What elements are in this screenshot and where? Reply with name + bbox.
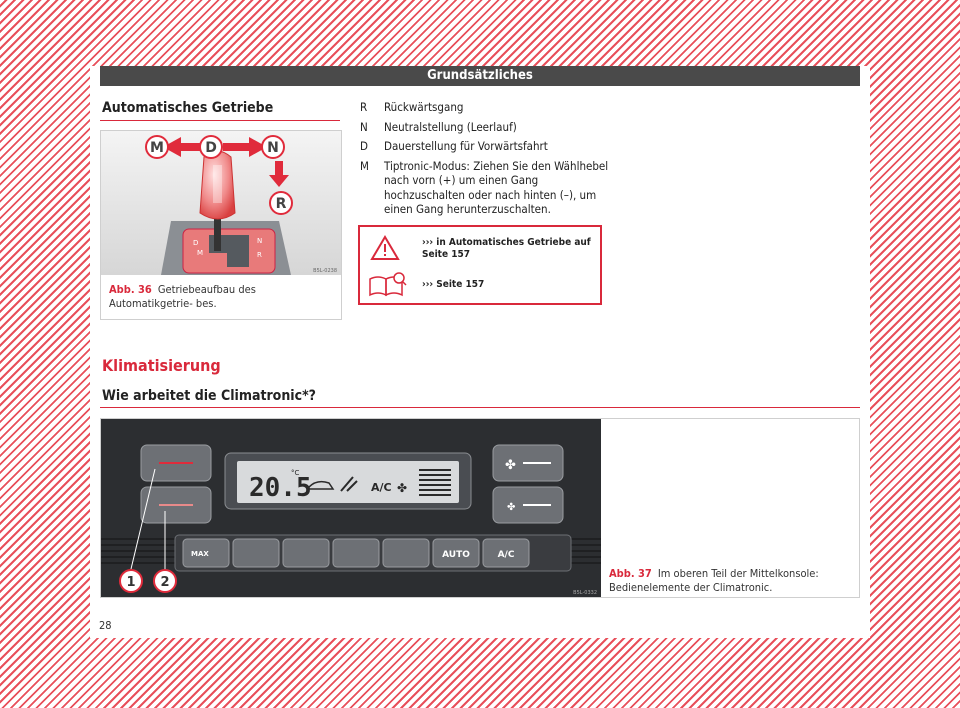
svg-text:N: N [257, 237, 262, 245]
airflow-lower-button[interactable] [382, 538, 430, 568]
figure-code: B5L-0238 [313, 268, 337, 274]
warning-icon [370, 235, 400, 260]
gear-key: M [360, 158, 369, 173]
callout-m: M [150, 140, 164, 156]
callout-1: 1 [126, 575, 135, 590]
note-box: ››› in Automatisches Getriebe auf Seite … [358, 225, 602, 305]
max-defrost-button[interactable] [182, 538, 230, 568]
section-title-klimatisierung: Klimatisierung [102, 356, 221, 375]
callout-n: N [267, 140, 279, 156]
list-item: N Neutralstellung (Leerlauf) [360, 120, 610, 135]
callout-2: 2 [160, 575, 169, 590]
display-temperature: 20.5 [249, 473, 312, 503]
callout-d: D [205, 140, 217, 156]
gear-key: D [360, 139, 368, 153]
subsection-title-climatronic: Wie arbeitet die Climatronic*? [102, 388, 316, 404]
page-reference-link[interactable]: ››› Seite 157 [422, 279, 485, 290]
display-unit: °C [291, 469, 300, 477]
section-rule [100, 120, 340, 121]
svg-text:✤: ✤ [505, 458, 516, 473]
figure-37: 20.5 °C A/C ✤ ✤ ✤ MAX [100, 418, 860, 598]
svg-text:R: R [257, 251, 262, 259]
list-item: D Dauerstellung für Vorwärtsfahrt [360, 139, 610, 154]
page-header: Grundsätzliches [100, 66, 860, 86]
manual-page: Grundsätzliches Automatisches Getriebe D [90, 66, 870, 638]
list-item: M Tiptronic-Modus: Ziehen Sie den Wählhe… [360, 159, 610, 217]
recirculation-button[interactable] [232, 538, 280, 568]
gear-key: N [360, 119, 368, 134]
callout-r: R [276, 196, 287, 212]
section-title-getriebe: Automatisches Getriebe [102, 100, 274, 116]
gear-key: R [360, 100, 368, 114]
caption-text: Getriebeaufbau des Automatikgetrie- bes. [109, 283, 256, 310]
ac-button[interactable] [482, 538, 530, 568]
arrow-down-icon [269, 161, 289, 187]
car-recirc-icon [308, 480, 335, 490]
max-label: MAX [191, 550, 209, 558]
list-item: R Rückwärtsgang [360, 100, 610, 115]
auto-label: AUTO [442, 550, 470, 560]
airflow-icon [340, 476, 358, 492]
caption-label: Abb. 37 [609, 567, 652, 580]
book-icon [369, 272, 407, 297]
fan-level-bars [419, 469, 451, 496]
defrost-button[interactable] [282, 538, 330, 568]
warning-reference-link[interactable]: ››› in Automatisches Getriebe auf Seite … [422, 237, 591, 260]
gear-position-list: R Rückwärtsgang N Neutralstellung (Leerl… [360, 100, 610, 222]
arrow-right-icon [223, 137, 267, 157]
arrow-left-icon [163, 137, 207, 157]
svg-text:M: M [197, 249, 203, 257]
page-number: 28 [99, 619, 112, 632]
lever-shaft [214, 215, 221, 251]
gear-description: Rückwärtsgang [384, 100, 464, 114]
gear-description: Neutralstellung (Leerlauf) [384, 119, 517, 134]
gear-description: Dauerstellung für Vorwärtsfahrt [384, 139, 548, 153]
fan-icon: ✤ [397, 481, 407, 495]
ac-label: A/C [498, 550, 515, 560]
gear-shifter-illustration: D M N R M D N R B5L-0238 [101, 131, 341, 275]
gear-description: Tiptronic-Modus: Ziehen Sie den Wählhebe… [384, 158, 609, 217]
figure-code: B5L-0332 [573, 590, 597, 596]
caption-label: Abb. 36 [109, 283, 152, 296]
climatronic-panel-illustration: 20.5 °C A/C ✤ ✤ ✤ MAX [101, 419, 601, 597]
auto-button[interactable] [432, 538, 480, 568]
display-ac: A/C [371, 481, 392, 494]
svg-text:D: D [193, 239, 198, 247]
section-rule [100, 407, 860, 408]
svg-text:✤: ✤ [507, 502, 515, 513]
airflow-upper-button[interactable] [332, 538, 380, 568]
caption-text: Im oberen Teil der Mittelkonsole: Bedien… [609, 567, 819, 594]
